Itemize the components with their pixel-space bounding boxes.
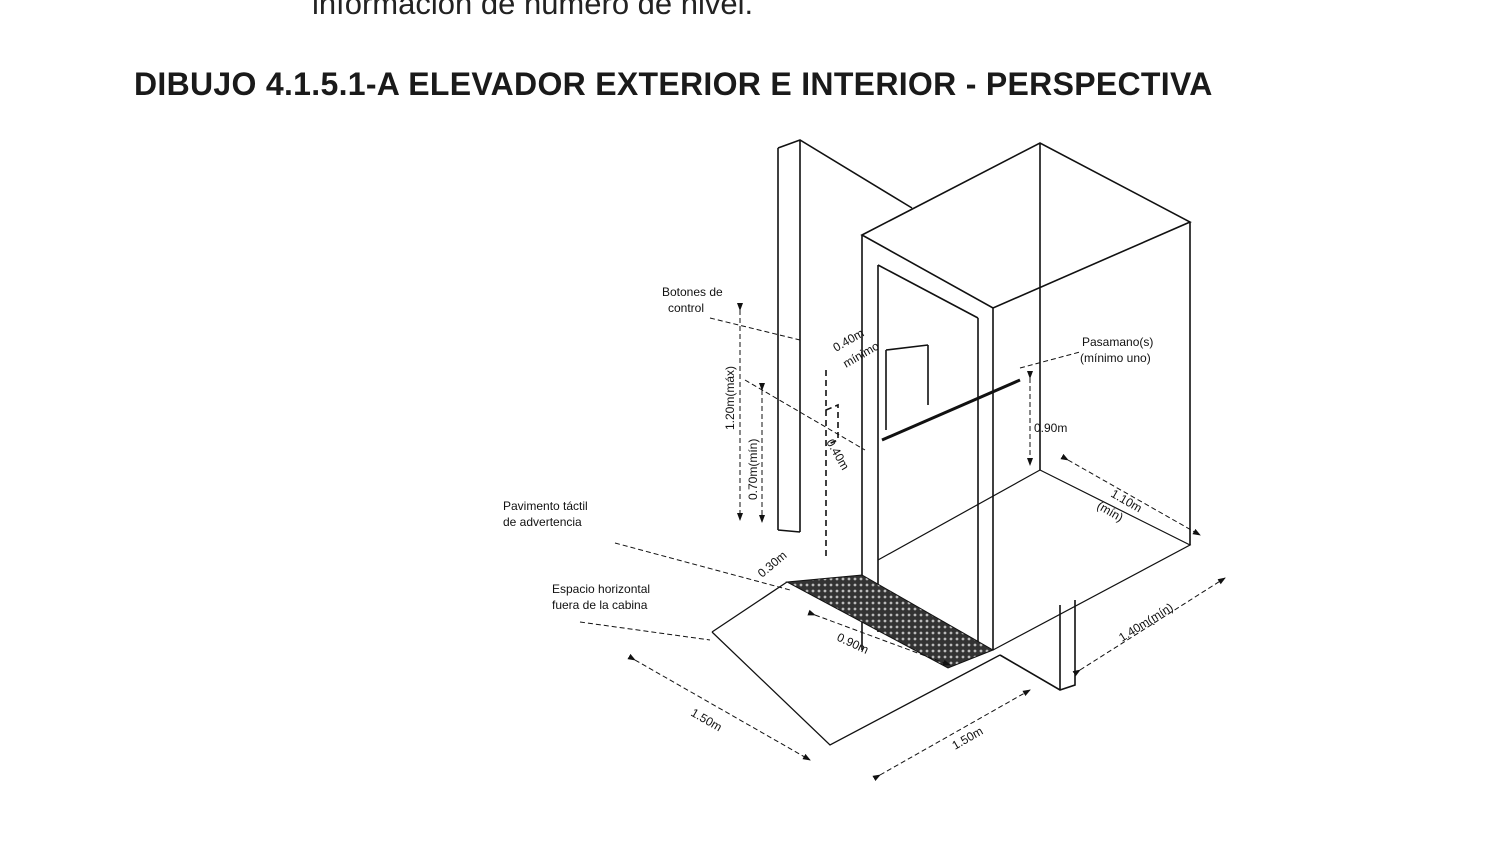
label-tactile-2: de advertencia	[503, 515, 582, 529]
dim-tactile-depth: 0.30m	[755, 548, 790, 580]
label-handrail: Pasamano(s)	[1082, 335, 1153, 349]
dim-outside-depth: 1.50m	[950, 724, 986, 753]
dim-door-width: 0.90m	[835, 630, 871, 657]
drawing-lines	[711, 139, 1192, 746]
dim-040-side: 0.40m	[823, 437, 852, 473]
front-sill	[999, 600, 1076, 691]
label-handrail-2: (mínimo uno)	[1080, 351, 1151, 365]
label-tactile: Pavimento táctil	[503, 499, 588, 513]
drawing-title: DIBUJO 4.1.5.1-A ELEVADOR EXTERIOR E INT…	[134, 66, 1213, 102]
label-control-buttons-2: control	[668, 301, 704, 315]
dim-cabin-width: 1.40m(mín)	[1116, 600, 1175, 644]
handrail	[881, 378, 1021, 442]
left-wall	[777, 139, 913, 533]
label-space-2: fuera de la cabina	[552, 598, 648, 612]
cabin-box	[860, 142, 1192, 650]
dim-outside-width: 1.50m	[689, 705, 725, 734]
top-text: información de número de nivel.	[312, 0, 754, 21]
dimension-lines	[579, 303, 1226, 782]
dim-min-height: 0.70m(mín)	[746, 439, 760, 500]
dim-max-height: 1.20m(máx)	[723, 366, 737, 430]
label-space: Espacio horizontal	[552, 582, 650, 596]
dim-handrail-height: 0.90m	[1034, 421, 1067, 435]
label-control-buttons: Botones de	[662, 285, 723, 299]
door-opening	[877, 264, 979, 650]
tactile-paving	[785, 574, 995, 669]
control-panel	[825, 370, 839, 560]
